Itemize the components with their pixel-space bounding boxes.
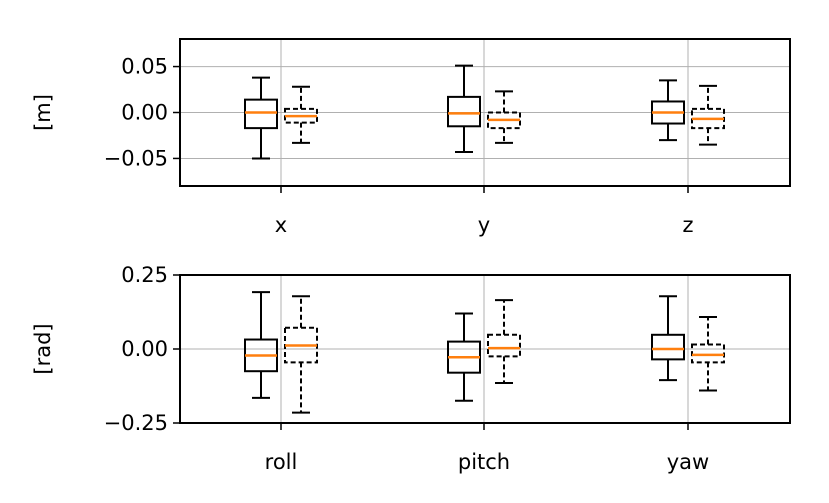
position-boxplot-panel: 0.05 0.00 −0.05 x y z [m] <box>31 38 791 237</box>
y-tick-label: 0.05 <box>121 55 168 79</box>
x-tick-label: x <box>275 213 287 237</box>
box-pitch-dashed <box>487 299 521 385</box>
box-yaw-solid <box>651 295 685 382</box>
box-x-dashed <box>284 85 318 144</box>
box-z-solid <box>651 79 685 142</box>
x-tick-label: pitch <box>458 450 510 474</box>
box-roll-solid <box>244 291 278 399</box>
y-tick-label: −0.25 <box>104 411 168 435</box>
iqr-box <box>651 333 685 361</box>
x-tick-label: roll <box>265 450 298 474</box>
y-tick-label: 0.25 <box>121 263 168 287</box>
box-x-solid <box>244 76 278 160</box>
box-y-solid <box>447 64 481 154</box>
orientation-boxplot-panel: 0.25 0.00 −0.25 roll pitch yaw [rad] <box>31 263 791 474</box>
box-pitch-solid <box>447 312 481 402</box>
box-yaw-dashed <box>691 316 725 392</box>
x-tick-label: yaw <box>667 450 709 474</box>
iqr-box <box>691 343 725 364</box>
box-z-dashed <box>691 84 725 146</box>
y-axis-label: [m] <box>31 94 55 131</box>
box-roll-dashed <box>284 295 318 414</box>
y-tick-label: −0.05 <box>104 146 168 170</box>
iqr-box <box>447 95 481 128</box>
y-tick-label: 0.00 <box>121 337 168 361</box>
x-tick-label: z <box>682 213 693 237</box>
y-tick-label: 0.00 <box>121 101 168 125</box>
iqr-box <box>487 333 521 358</box>
iqr-box <box>244 98 278 130</box>
box-y-dashed <box>487 90 521 144</box>
y-axis-label: [rad] <box>31 323 55 374</box>
iqr-box <box>487 111 521 130</box>
x-tick-label: y <box>478 213 490 237</box>
